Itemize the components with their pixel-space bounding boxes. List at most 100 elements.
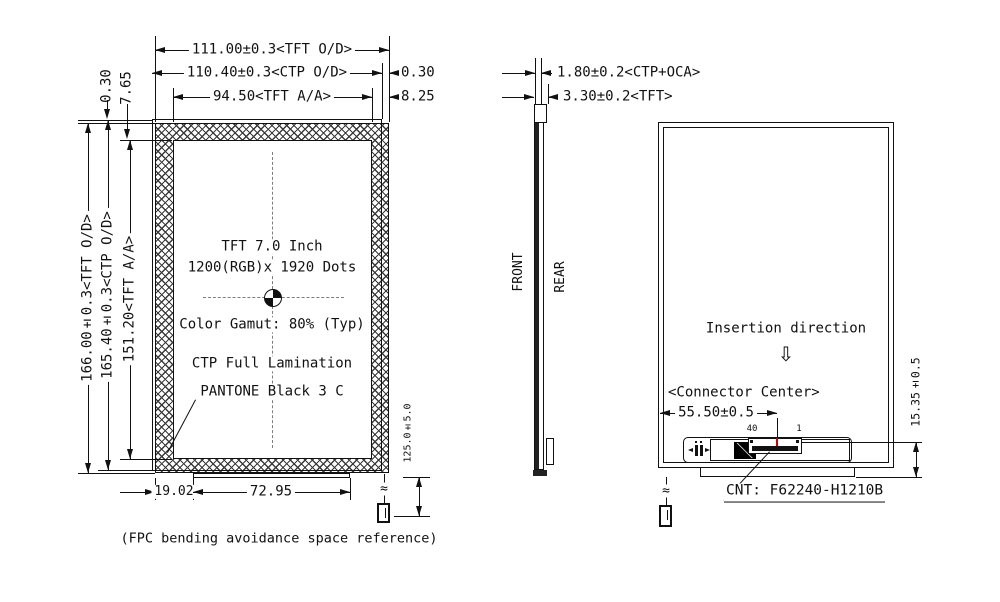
arrowhead bbox=[85, 123, 91, 133]
fpc-connector-end-icon bbox=[659, 505, 672, 527]
dim-gap-right: 0.30 bbox=[399, 64, 437, 81]
dim-line bbox=[916, 442, 917, 477]
dim-line bbox=[127, 104, 128, 132]
arrowhead bbox=[362, 94, 372, 100]
arrowhead bbox=[379, 47, 389, 53]
arrowhead bbox=[105, 120, 111, 130]
arrowhead bbox=[416, 477, 422, 487]
break-symbol: ≈ bbox=[380, 481, 388, 497]
ext-line bbox=[535, 58, 536, 104]
side-dark-layer bbox=[535, 123, 539, 469]
caption: (FPC bending avoidance space reference) bbox=[117, 531, 441, 547]
dim-height-active-area: 151.20<TFT A/A> bbox=[121, 232, 138, 366]
side-fpc-fold bbox=[546, 438, 554, 465]
arrowhead bbox=[105, 460, 111, 470]
dim-fpc-bend-length: 125.0±5.0 bbox=[402, 400, 414, 466]
ext-line bbox=[78, 473, 155, 474]
dim-line bbox=[548, 97, 558, 98]
ext-line bbox=[541, 58, 542, 104]
panel-size-label: TFT 7.0 Inch bbox=[218, 238, 326, 255]
fpc-bottom-tab bbox=[193, 473, 350, 478]
arrowhead bbox=[688, 448, 693, 452]
dim-line bbox=[389, 97, 398, 98]
arrowhead bbox=[767, 410, 777, 416]
dim-fpc-width: 72.95 bbox=[246, 483, 296, 500]
fpc-connector-end-icon bbox=[377, 503, 390, 523]
connector-end-mark bbox=[796, 440, 799, 443]
side-bottom-cap bbox=[533, 470, 547, 476]
arrowhead bbox=[124, 129, 130, 139]
dim-line bbox=[419, 477, 420, 516]
ext-line bbox=[78, 120, 152, 121]
dim-line bbox=[389, 73, 398, 74]
dim-thickness-tft: 3.30±0.2<TFT> bbox=[561, 88, 675, 105]
connector-pin-bar bbox=[752, 446, 798, 451]
connector-centerline bbox=[777, 418, 778, 440]
plug-slot bbox=[382, 508, 386, 518]
connector-end-mark bbox=[750, 440, 753, 443]
front-side-label: FRONT bbox=[511, 249, 527, 295]
dim-width-tft-od: 111.00±0.3<TFT O/D> bbox=[188, 41, 356, 58]
ext-line bbox=[350, 478, 351, 500]
dim-line bbox=[120, 492, 155, 493]
connector-center-label: <Connector Center> bbox=[666, 384, 822, 401]
rear-side-label: REAR bbox=[553, 258, 569, 296]
dim-height-tft-od: 166.00±0.3<TFT O/D> bbox=[79, 211, 96, 385]
pantone-label: PANTONE Black 3 C bbox=[197, 383, 347, 400]
ctp-outline bbox=[152, 119, 382, 471]
stiffener-bar bbox=[695, 445, 698, 456]
arrowhead bbox=[524, 94, 534, 100]
rear-bottom-step bbox=[700, 467, 855, 477]
ext-line bbox=[394, 516, 430, 517]
ext-line bbox=[98, 470, 152, 471]
arrowhead bbox=[127, 449, 133, 459]
ext-line bbox=[372, 88, 373, 122]
dim-fpc-offset: 19.02 bbox=[151, 484, 197, 500]
ext-line bbox=[173, 88, 174, 122]
arrowhead bbox=[372, 70, 382, 76]
arrowhead bbox=[173, 94, 183, 100]
fpc-stiffener-icon bbox=[688, 440, 710, 458]
pin-label-1: 1 bbox=[793, 424, 805, 435]
dim-line bbox=[541, 73, 552, 74]
side-body bbox=[534, 122, 544, 470]
arrowhead bbox=[705, 448, 710, 452]
dim-border-right: 8.25 bbox=[399, 88, 437, 105]
arrowhead bbox=[340, 489, 350, 495]
ext-line bbox=[382, 63, 383, 119]
arrowhead bbox=[416, 506, 422, 516]
stiffener-dot bbox=[695, 441, 697, 443]
arrowhead bbox=[525, 70, 535, 76]
stiffener-dot bbox=[700, 441, 702, 443]
stiffener-bar bbox=[700, 445, 703, 456]
ext-line bbox=[78, 123, 155, 124]
dim-connector-bottom: 15.35±0.5 bbox=[909, 354, 923, 430]
arrowhead bbox=[155, 47, 165, 53]
break-symbol: ≈ bbox=[662, 483, 670, 499]
dim-connector-center: 55.50±0.5 bbox=[675, 404, 757, 421]
dim-border-top: 7.65 bbox=[118, 68, 135, 108]
color-gamut-label: Color Gamut: 80% (Typ) bbox=[176, 316, 368, 333]
dim-line bbox=[502, 97, 534, 98]
insertion-direction-arrow-icon: ⇩ bbox=[774, 343, 798, 365]
arrowhead bbox=[660, 410, 670, 416]
arrowhead bbox=[104, 109, 110, 119]
arrowhead bbox=[913, 442, 919, 452]
ext-line bbox=[802, 442, 922, 443]
insertion-direction-label: Insertion direction bbox=[702, 320, 870, 337]
dim-width-ctp-od: 110.40±0.3<CTP O/D> bbox=[183, 64, 351, 81]
ext-line bbox=[389, 36, 390, 122]
ext-line bbox=[120, 459, 172, 460]
lamination-label: CTP Full Lamination bbox=[188, 355, 356, 372]
dim-line bbox=[107, 100, 108, 112]
resolution-label: 1200(RGB)x 1920 Dots bbox=[184, 259, 360, 276]
dim-line bbox=[502, 73, 535, 74]
arrowhead bbox=[127, 140, 133, 150]
connector-part-number: CNT: F62240-H1210B bbox=[724, 483, 886, 503]
dim-thickness-ctp-oca: 1.80±0.2<CTP+OCA> bbox=[555, 64, 703, 81]
ext-line bbox=[155, 36, 156, 122]
dim-height-ctp-od: 165.40±0.3<CTP O/D> bbox=[99, 208, 116, 382]
arrowhead bbox=[913, 467, 919, 477]
arrowhead bbox=[145, 489, 155, 495]
